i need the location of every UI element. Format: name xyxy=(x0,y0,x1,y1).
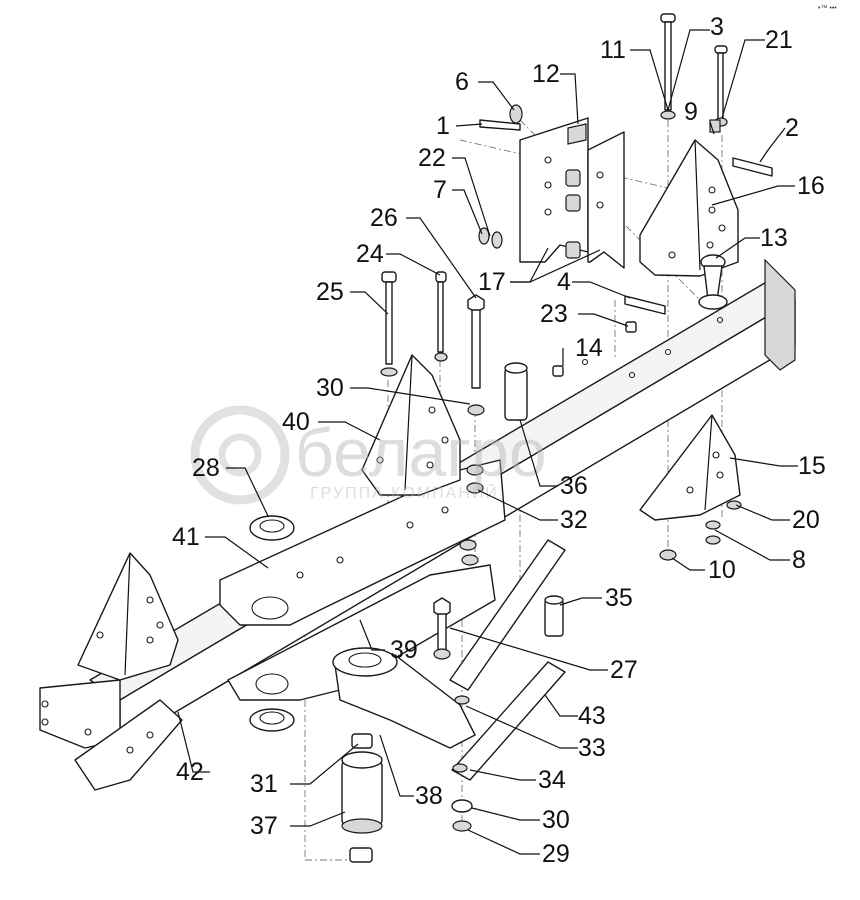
callout-30-upper: 30 xyxy=(316,374,344,402)
watermark-subtitle: ГРУППА КОМПАНИЙ xyxy=(310,483,499,502)
callout-30-lower: 30 xyxy=(542,806,570,834)
callout-9: 9 xyxy=(684,98,698,126)
callout-23: 23 xyxy=(540,300,568,328)
sleeve-and-pins xyxy=(504,321,637,421)
callout-38: 38 xyxy=(415,782,443,810)
callout-17: 17 xyxy=(478,268,506,296)
bolt-and-sleeve-lower xyxy=(433,595,564,660)
callout-7: 7 xyxy=(433,176,447,204)
watermark-brand: белагро xyxy=(295,415,547,491)
round-nut-top xyxy=(249,515,295,541)
lower-washers xyxy=(451,763,473,832)
clamp-plate-assembly xyxy=(519,117,625,269)
callout-14: 14 xyxy=(575,334,603,362)
callout-42: 42 xyxy=(176,758,204,786)
pivot-lever xyxy=(332,647,476,749)
callout-6: 6 xyxy=(455,68,469,96)
callout-15: 15 xyxy=(798,452,826,480)
callout-4: 4 xyxy=(557,268,571,296)
callout-1: 1 xyxy=(436,112,450,140)
callout-3: 3 xyxy=(710,13,724,41)
lower-swing-arm xyxy=(227,564,496,701)
right-upper-bracket xyxy=(639,139,739,277)
callout-31: 31 xyxy=(250,770,278,798)
callout-32: 32 xyxy=(560,506,588,534)
washers-and-nuts xyxy=(459,464,742,566)
callout-leaders xyxy=(177,29,798,855)
corner-mark: •™ ••• xyxy=(818,5,837,12)
callout-37: 37 xyxy=(250,812,278,840)
callout-26: 26 xyxy=(370,204,398,232)
callout-39: 39 xyxy=(390,636,418,664)
right-lower-bracket xyxy=(639,414,741,521)
flat-link-bars xyxy=(449,539,566,781)
callout-11: 11 xyxy=(600,36,626,64)
left-end-bracket xyxy=(74,552,183,791)
callout-16: 16 xyxy=(797,172,825,200)
watermark: белагро ГРУППА КОМПАНИЙ xyxy=(190,405,547,505)
callout-29: 29 xyxy=(542,840,570,868)
callout-25: 25 xyxy=(316,278,344,306)
spool-roller xyxy=(698,254,728,310)
callout-33: 33 xyxy=(578,734,606,762)
callout-10: 10 xyxy=(708,556,736,584)
callout-43: 43 xyxy=(578,702,606,730)
callout-8: 8 xyxy=(792,546,806,574)
callout-labels: 3 11 21 6 12 9 2 1 22 16 7 26 13 24 17 4… xyxy=(172,13,826,868)
callout-35: 35 xyxy=(605,584,633,612)
callout-21: 21 xyxy=(765,26,793,54)
callout-27: 27 xyxy=(610,656,638,684)
callout-28: 28 xyxy=(192,454,220,482)
vertical-bolts-top xyxy=(660,13,728,133)
callout-13: 13 xyxy=(760,224,788,252)
callout-12: 12 xyxy=(532,60,560,88)
callout-40: 40 xyxy=(282,408,310,436)
vertical-bolts-left xyxy=(380,271,485,416)
lower-pivot-parts xyxy=(249,708,383,863)
callout-22: 22 xyxy=(418,144,446,172)
callout-41: 41 xyxy=(172,523,200,551)
callout-34: 34 xyxy=(538,766,566,794)
callout-20: 20 xyxy=(792,506,820,534)
callout-36: 36 xyxy=(560,472,588,500)
middle-left-bracket xyxy=(361,354,461,496)
horizontal-bolts xyxy=(478,104,773,315)
callout-24: 24 xyxy=(356,240,384,268)
callout-2: 2 xyxy=(785,114,799,142)
